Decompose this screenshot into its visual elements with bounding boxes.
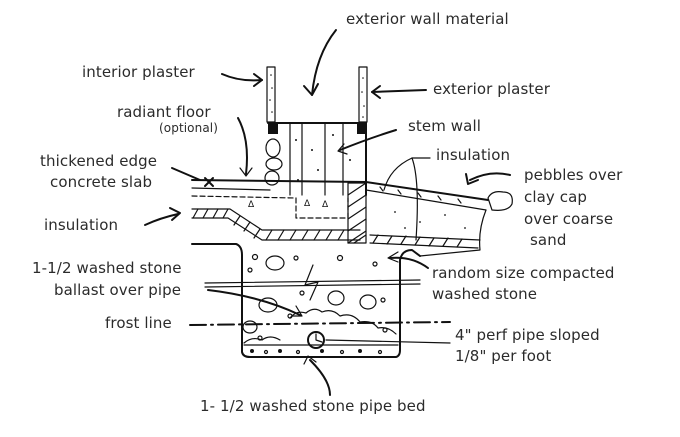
exterior-plaster-strip — [358, 66, 368, 123]
label-radiant-floor-note: (optional) — [159, 121, 218, 135]
label-frost-line: frost line — [105, 314, 172, 332]
label-sand: sand — [530, 231, 567, 249]
label-random-size-stone: random size compacted — [432, 264, 615, 282]
label-stem-wall: stem wall — [408, 117, 481, 135]
frost-line-marker — [189, 321, 451, 326]
svg-text:Δ: Δ — [248, 200, 255, 210]
label-interior-plaster: interior plaster — [82, 63, 195, 81]
label-clay-cap: clay cap — [524, 188, 588, 206]
rubble-trench — [191, 243, 421, 358]
exterior-insulation — [365, 181, 489, 257]
label-pipe-bed: 1- 1/2 washed stone pipe bed — [200, 397, 426, 415]
leader-lines — [144, 29, 511, 396]
label-exterior-wall-material: exterior wall material — [346, 10, 509, 28]
label-over-coarse: over coarse — [524, 210, 614, 228]
pebble-cap — [487, 191, 513, 211]
label-thickened-edge: thickened edge — [40, 152, 158, 170]
perforated-pipe — [307, 331, 325, 349]
label-exterior-plaster: exterior plaster — [433, 80, 550, 98]
interior-plaster-strip — [266, 66, 276, 123]
svg-text:Δ: Δ — [304, 199, 311, 209]
label-washed-stone: 1-1/2 washed stone — [32, 259, 182, 277]
label-insulation-interior: insulation — [44, 216, 119, 234]
label-washed-stone-2: washed stone — [432, 285, 538, 303]
label-perf-pipe: 4" perf pipe sloped — [455, 326, 600, 344]
svg-text:Δ: Δ — [322, 200, 329, 210]
label-insulation-exterior: insulation — [436, 146, 511, 164]
label-ballast-over-pipe: ballast over pipe — [54, 281, 182, 299]
label-pipe-slope: 1/8" per foot — [455, 347, 552, 365]
concrete-slab: Δ Δ Δ — [191, 177, 367, 219]
label-concrete-slab: concrete slab — [50, 173, 153, 191]
label-pebbles-over: pebbles over — [524, 166, 623, 184]
interior-insulation — [191, 208, 361, 241]
stem-wall — [264, 122, 367, 196]
label-radiant-floor: radiant floor — [117, 103, 211, 121]
perimeter-insulation-board — [347, 182, 367, 244]
